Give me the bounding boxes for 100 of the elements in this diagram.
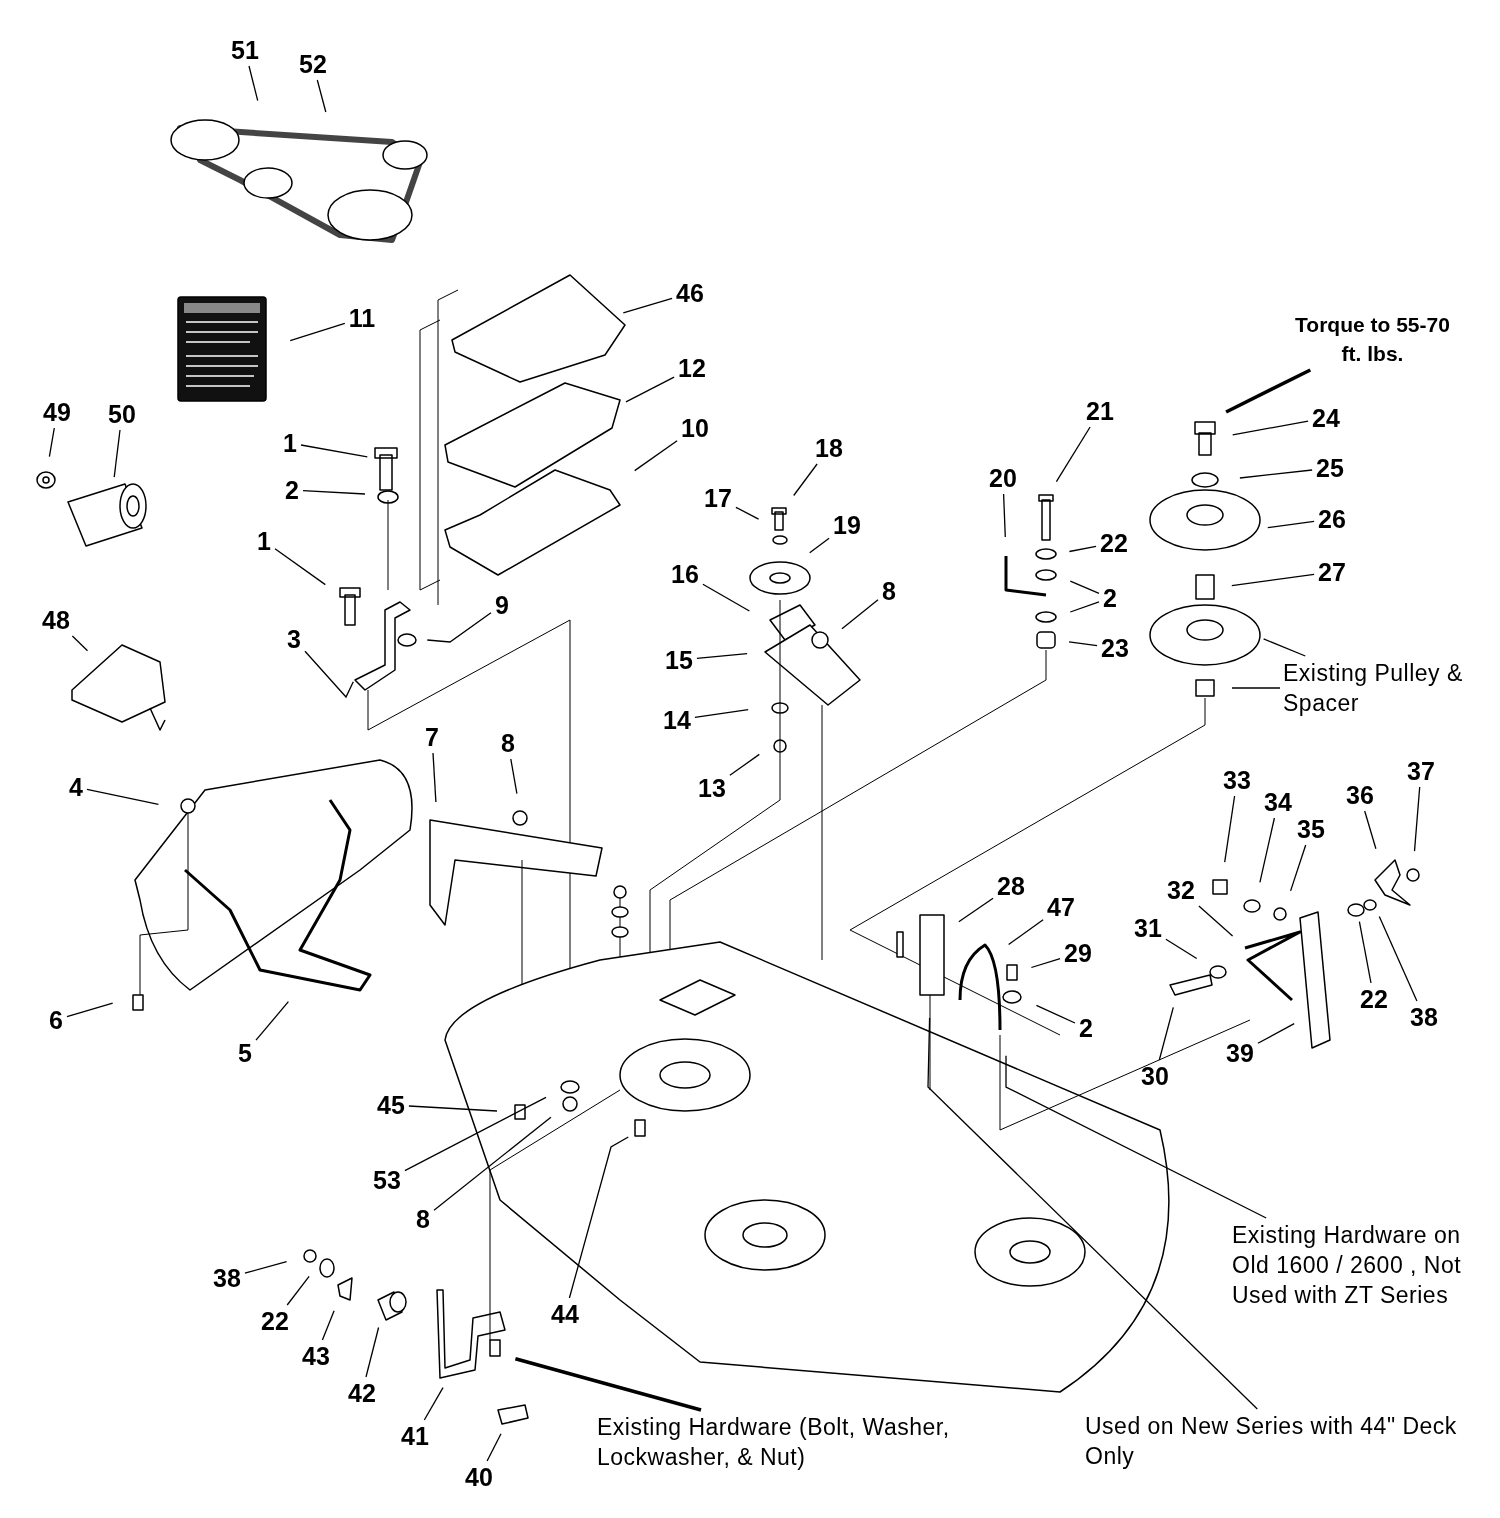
callout-number: 29 [1063, 939, 1093, 967]
leader-line [1069, 580, 1100, 594]
leader-line [1413, 786, 1421, 852]
leader-line [841, 599, 879, 630]
leader-line [113, 429, 121, 478]
leader-line [321, 1310, 335, 1341]
leader-line [48, 427, 55, 458]
leader-line [1165, 938, 1198, 960]
leader-line [408, 1105, 498, 1112]
callout-number: 12 [677, 354, 707, 382]
callout-number: 27 [1317, 558, 1347, 586]
callout-number: 48 [41, 606, 71, 634]
leader-line [365, 1326, 380, 1378]
callout-number: 6 [48, 1006, 64, 1034]
callout-number: 2 [1078, 1014, 1094, 1042]
leader-line [274, 548, 326, 586]
callout-number: 17 [703, 484, 733, 512]
leader-line [634, 440, 678, 472]
leader-line [86, 788, 160, 805]
callout-number: 37 [1406, 757, 1436, 785]
callout-number: 42 [347, 1379, 377, 1407]
leader-line [66, 1002, 114, 1018]
callout-number: 30 [1140, 1062, 1170, 1090]
callout-number: 8 [881, 577, 897, 605]
callout-number: 2 [284, 476, 300, 504]
leader-line [514, 1357, 702, 1412]
leader-line [1378, 915, 1418, 1002]
leader-line [1068, 641, 1098, 647]
leader-line [1267, 520, 1315, 529]
leader-line [809, 537, 830, 554]
leader-line [1007, 919, 1044, 946]
callout-number: 25 [1315, 454, 1345, 482]
callout-number: 1 [256, 527, 272, 555]
callout-number: 46 [675, 279, 705, 307]
leader-line [735, 506, 760, 520]
callout-number: 31 [1133, 914, 1163, 942]
callout-number: 2 [1102, 584, 1118, 612]
leader-line [702, 583, 751, 612]
leader-line [1364, 810, 1377, 850]
leader-line [625, 376, 675, 403]
leader-line [426, 612, 492, 643]
leader-line [433, 1116, 552, 1211]
leader-line [244, 1261, 288, 1274]
note-text: Used on New Series with 44" Deck Only [1085, 1411, 1495, 1471]
callout-number: 14 [662, 706, 692, 734]
callout-number: 9 [494, 591, 510, 619]
leader-line [1289, 844, 1307, 892]
callout-number: 22 [260, 1307, 290, 1335]
callout-number: 43 [301, 1342, 331, 1370]
note-text: Existing Hardware on Old 1600 / 2600 , Not Used with ZT Series [1232, 1220, 1487, 1310]
callout-number: 3 [286, 625, 302, 653]
callout-number: 20 [988, 464, 1018, 492]
leader-line [1002, 493, 1006, 538]
leader-line [1232, 420, 1309, 436]
callout-number: 38 [1409, 1003, 1439, 1031]
leader-line [1262, 638, 1306, 657]
callout-number: 5 [237, 1039, 253, 1067]
leader-line [696, 653, 748, 659]
callout-number: 52 [298, 50, 328, 78]
callout-number: 44 [550, 1300, 580, 1328]
callout-number: 8 [500, 729, 516, 757]
callout-number: 10 [680, 414, 710, 442]
leader-line [1224, 795, 1236, 863]
callout-number: 21 [1085, 397, 1115, 425]
leader-line [729, 753, 760, 776]
leader-line [1030, 957, 1061, 969]
leader-line [568, 1136, 629, 1299]
leader-line [958, 897, 994, 923]
callout-number: 41 [400, 1422, 430, 1450]
leader-line [1231, 687, 1281, 689]
callout-number: 38 [212, 1264, 242, 1292]
leader-line [1158, 1006, 1174, 1061]
note-text: Torque to 55-70 ft. lbs. [1290, 310, 1455, 368]
leader-line [71, 635, 89, 652]
callout-number: 7 [424, 723, 440, 751]
leader-line [1231, 573, 1315, 587]
callout-number: 34 [1263, 788, 1293, 816]
note-text: Existing Pulley & Spacer [1283, 658, 1483, 718]
callout-number: 36 [1345, 781, 1375, 809]
callout-number: 50 [107, 400, 137, 428]
leader-line [1239, 469, 1313, 479]
callout-number: 39 [1225, 1039, 1255, 1067]
callout-number: 24 [1311, 404, 1341, 432]
leader-line [510, 758, 518, 795]
leader-line [1068, 545, 1097, 553]
callout-number: 13 [697, 774, 727, 802]
leader-line [316, 79, 327, 113]
callout-number: 19 [832, 511, 862, 539]
leader-line [300, 444, 368, 458]
callout-number: 23 [1100, 634, 1130, 662]
callout-number: 11 [347, 304, 377, 332]
leader-line [255, 1001, 290, 1041]
leader-line [286, 1275, 310, 1306]
callout-number: 1 [282, 429, 298, 457]
leader-line [486, 1433, 502, 1462]
callout-number: 47 [1046, 893, 1076, 921]
leader-line [289, 322, 346, 342]
callout-number: 22 [1359, 985, 1389, 1013]
callout-number: 22 [1099, 529, 1129, 557]
note-text: Existing Hardware (Bolt, Washer, Lockwasher, & Nut) [597, 1412, 1037, 1472]
